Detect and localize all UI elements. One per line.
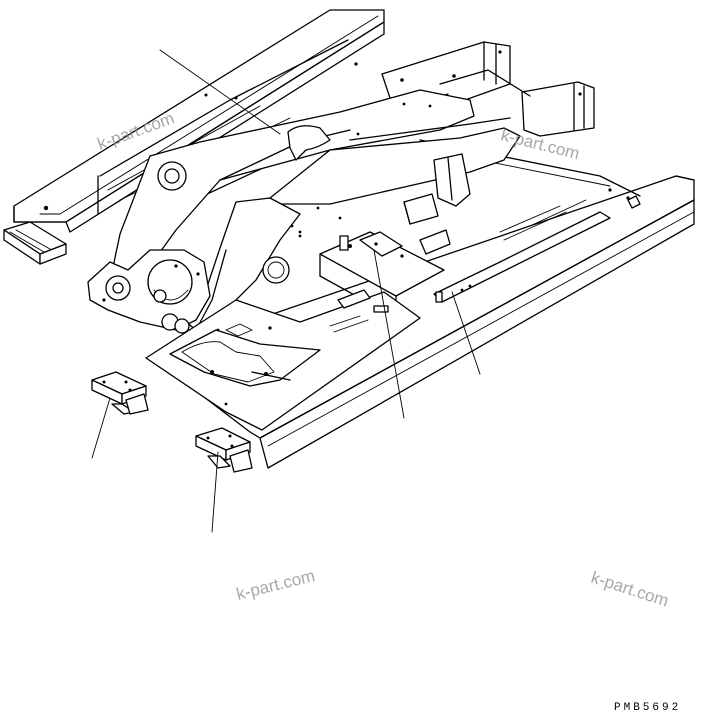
leader-lines bbox=[91, 49, 481, 533]
left-side-frame bbox=[13, 9, 385, 233]
mounting-pad-right bbox=[195, 427, 253, 473]
front-floor-plate bbox=[145, 289, 421, 431]
left-step bbox=[3, 221, 67, 265]
mounting-pad-left bbox=[91, 371, 149, 415]
watermark-3: k-part.com bbox=[234, 566, 317, 604]
swing-bracket bbox=[87, 249, 211, 334]
watermark-4: k-part.com bbox=[589, 568, 671, 611]
drawing-code: PMB5692 bbox=[614, 702, 681, 713]
